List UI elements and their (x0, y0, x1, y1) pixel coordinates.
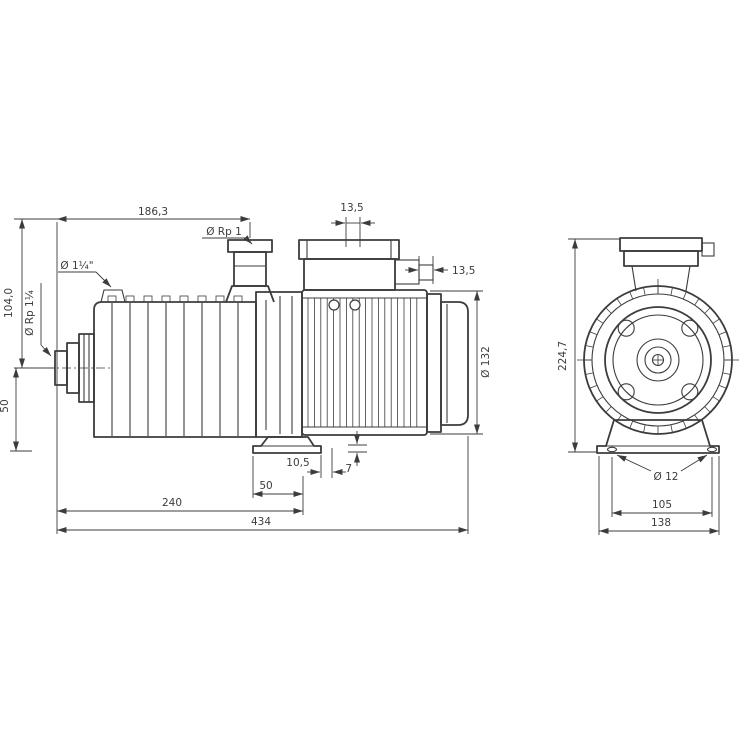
dim-foot-offset: 10,5 (286, 457, 309, 469)
foot-hole (606, 446, 618, 453)
dim-total-height: 224,7 (557, 341, 569, 371)
dim-foot-hole-pitch: 105 (652, 499, 672, 511)
dim-axis-to-base: 50 (0, 399, 11, 412)
dim-suction-height: 104,0 (3, 288, 15, 318)
foot-hole (706, 446, 718, 453)
dim-face-to-port: 186,3 (138, 206, 168, 218)
terminal-box-front (619, 237, 715, 292)
dim-discharge-port: Ø Rp 1 (206, 226, 242, 238)
connector-stub (418, 264, 434, 281)
terminal-box-side (298, 239, 434, 291)
cable-gland (328, 299, 340, 311)
dimension-lines: 186,3 13,5 13,5 Ø Rp 1 Ø 1¼" 104,0 Ø Rp … (0, 202, 720, 535)
dim-hole-diameter: Ø 12 (654, 471, 679, 483)
mounting-foot-side (252, 436, 322, 454)
flange-bolt-hole (681, 383, 699, 401)
mounting-foot-front (596, 419, 720, 454)
fan-cover-side (426, 293, 469, 433)
pump-casing (93, 289, 257, 438)
side-view (28, 239, 469, 454)
dim-port-offset: 13,5 (340, 202, 363, 214)
dim-plate-thickness: 7 (345, 463, 352, 475)
flange-bolt-hole (617, 319, 635, 337)
connector-block (394, 259, 420, 285)
dim-suction-port: Ø Rp 1¼ (24, 290, 36, 336)
dim-total-length: 434 (251, 516, 271, 528)
cable-gland (349, 299, 361, 311)
dim-connector-width: 13,5 (452, 265, 475, 277)
motor-side (301, 289, 428, 436)
dim-suction-size-inch: Ø 1¼" (60, 260, 93, 272)
dim-motor-diameter: Ø 132 (480, 346, 492, 378)
flange-bolt-hole (681, 319, 699, 337)
dim-foot-width: 138 (651, 517, 671, 529)
flange-bolt-hole (617, 383, 635, 401)
lantern-adapter (255, 291, 303, 438)
dim-inlet-to-foot: 240 (162, 497, 182, 509)
front-view (577, 237, 739, 454)
connector-stub-front (701, 242, 715, 257)
fill-plug (100, 289, 126, 303)
dim-foot-hole-pitch-side: 50 (259, 480, 272, 492)
motor-face (577, 279, 739, 435)
